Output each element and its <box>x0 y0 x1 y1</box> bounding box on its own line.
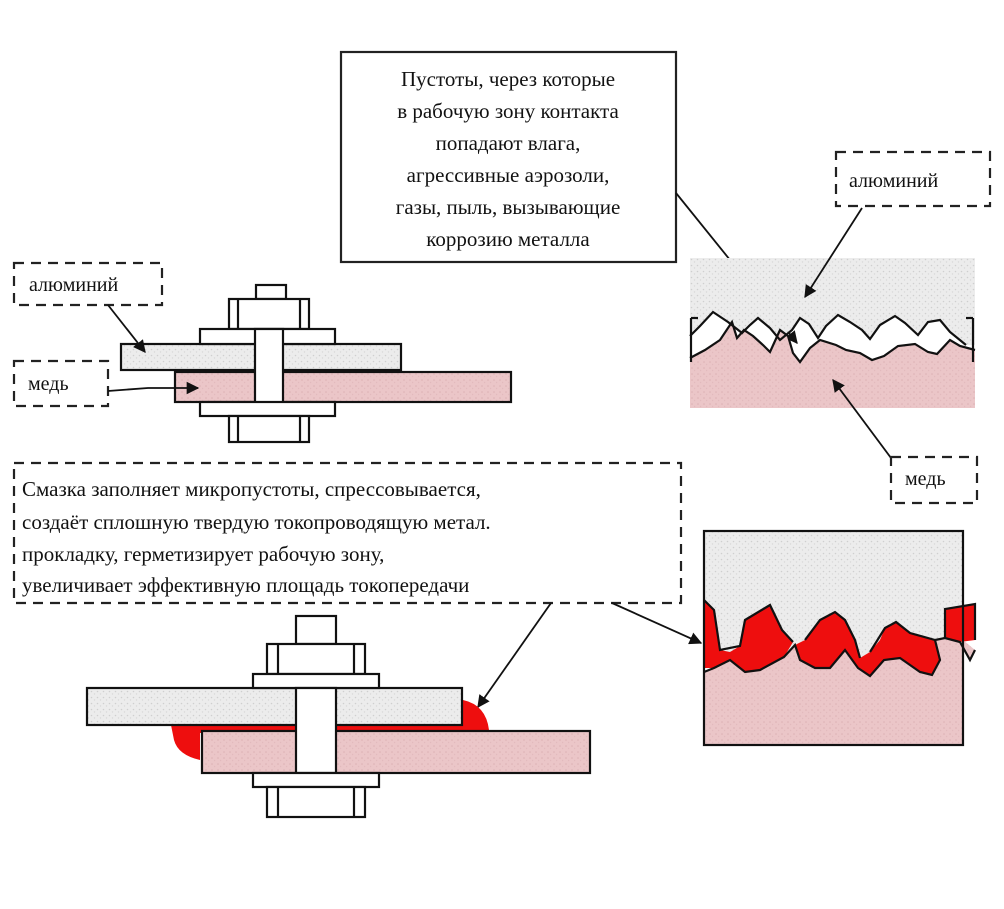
right-aluminum-label: алюминий <box>849 170 938 192</box>
bolt-shank <box>294 686 338 775</box>
grease-fill <box>945 604 975 642</box>
nut <box>227 297 311 331</box>
bolted-joint-dry: алюминий медь <box>12 261 513 444</box>
aluminum-plate <box>87 688 462 725</box>
left-aluminum-label: алюминий <box>29 274 118 296</box>
grease-callout-line: прокладку, герметизирует рабочую зону, <box>22 542 384 566</box>
grease-callout: Смазка заполняет микропустоты, спрессовы… <box>12 461 683 605</box>
copper-plate <box>202 731 590 773</box>
washer-bottom <box>198 400 337 418</box>
grease-microcontact-arrow <box>611 602 703 645</box>
bolt-head <box>265 785 367 819</box>
microcontact-greased <box>702 529 977 747</box>
left-copper-label-box <box>12 359 110 408</box>
right-aluminum-label-box <box>834 150 992 208</box>
washer-bottom <box>251 771 381 789</box>
copper-block <box>690 322 975 408</box>
left-copper-arrow <box>107 381 200 395</box>
bolted-joint-greased <box>85 614 592 819</box>
grease-joint-arrow <box>477 602 552 709</box>
right-copper-label-box <box>889 455 979 505</box>
grease-callout-line: Смазка заполняет микропустоты, спрессовы… <box>22 477 481 501</box>
left-aluminum-label-box <box>12 261 164 307</box>
left-aluminum-arrow <box>107 304 146 353</box>
aluminum-block <box>690 258 975 345</box>
right-copper-arrow <box>832 378 892 459</box>
grease-callout-line: создаёт сплошную твердую токопроводящую … <box>22 510 491 534</box>
voids-callout-line: газы, пыль, вызывающие <box>396 195 621 219</box>
voids-callout-box <box>339 50 678 264</box>
copper-plate <box>175 372 511 402</box>
bolt-tip <box>254 283 288 301</box>
left-copper-label: медь <box>28 373 69 395</box>
washer-top <box>251 672 381 690</box>
grease-callout-line: увеличивает эффективную площадь токопере… <box>22 573 469 597</box>
bolt-tip <box>294 614 338 646</box>
microcontact-dry: алюминий медь <box>689 150 992 505</box>
microcontact-greased-frame <box>702 529 965 747</box>
voids-callout-line: агрессивные аэрозоли, <box>407 163 610 187</box>
bolt-head <box>227 414 311 444</box>
right-copper-label: медь <box>905 468 946 490</box>
grease-callout-box <box>12 461 683 605</box>
voids-callout-line: Пустоты, через которые <box>401 67 615 91</box>
nut <box>265 642 367 676</box>
voids-callout-line: коррозию металла <box>426 227 590 251</box>
voids-callout-line: в рабочую зону контакта <box>397 99 619 123</box>
grease-fill <box>704 600 793 672</box>
right-aluminum-arrow <box>804 207 863 299</box>
voids-callout: Пустоты, через которые в рабочую зону ко… <box>339 50 678 264</box>
voids-callout-line: попадают влага, <box>436 131 581 155</box>
